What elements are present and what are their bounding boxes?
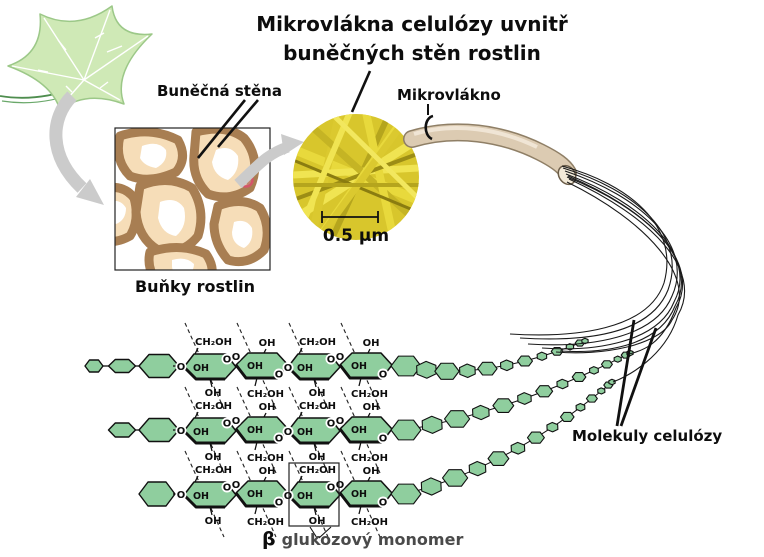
- svg-text:O: O: [327, 419, 336, 430]
- svg-text:O: O: [177, 426, 186, 437]
- svg-text:OH: OH: [309, 388, 326, 399]
- leaf-veins: [11, 9, 149, 107]
- svg-text:O: O: [379, 434, 388, 445]
- svg-text:OH: OH: [247, 425, 263, 436]
- svg-text:CH₂OH: CH₂OH: [299, 337, 336, 348]
- beta-symbol: β: [262, 528, 276, 550]
- svg-text:O: O: [232, 480, 241, 491]
- monomer-pointer: [309, 526, 332, 539]
- svg-text:OH: OH: [247, 361, 263, 372]
- svg-text:OH: OH: [309, 516, 326, 527]
- svg-text:O: O: [327, 355, 336, 366]
- svg-text:CH₂OH: CH₂OH: [351, 453, 388, 464]
- svg-text:CH₂OH: CH₂OH: [351, 517, 388, 528]
- svg-text:OH: OH: [351, 489, 367, 500]
- svg-text:CH₂OH: CH₂OH: [247, 389, 284, 400]
- microfibril-label: Mikrovlákno: [397, 86, 501, 104]
- svg-text:O: O: [336, 480, 345, 491]
- svg-text:O: O: [232, 352, 241, 363]
- svg-text:OH: OH: [351, 425, 367, 436]
- svg-text:OH: OH: [193, 363, 209, 374]
- svg-text:O: O: [223, 355, 232, 366]
- cellulose-molecule-chains: OOHCH₂OHOHOOHOHCH₂OHOOHCH₂OHOHOOHOHCH₂OH…: [84, 322, 634, 538]
- svg-text:OH: OH: [297, 363, 313, 374]
- title-pointer-line: [350, 70, 372, 113]
- svg-text:OH: OH: [363, 338, 380, 349]
- cell-wall-pointer-lines: [196, 99, 259, 159]
- cellulose-threads: [509, 165, 685, 383]
- svg-text:O: O: [177, 490, 186, 501]
- diagram-title: Mikrovlákna celulózy uvnitř buněčných st…: [250, 10, 574, 68]
- svg-text:OH: OH: [259, 402, 276, 413]
- leaf-illustration: [0, 5, 153, 111]
- cell-lumens: [115, 143, 253, 270]
- svg-text:CH₂OH: CH₂OH: [351, 389, 388, 400]
- svg-text:CH₂OH: CH₂OH: [247, 453, 284, 464]
- molecules-pointer-lines: [615, 319, 658, 427]
- svg-text:OH: OH: [259, 338, 276, 349]
- svg-text:O: O: [223, 483, 232, 494]
- svg-text:CH₂OH: CH₂OH: [299, 465, 336, 476]
- svg-text:OH: OH: [351, 361, 367, 372]
- svg-text:O: O: [336, 352, 345, 363]
- plant-cells-label: Buňky rostlin: [134, 277, 256, 296]
- svg-text:O: O: [284, 491, 293, 502]
- svg-text:O: O: [336, 416, 345, 427]
- svg-text:CH₂OH: CH₂OH: [195, 401, 232, 412]
- scale-bar-label: 0.5 μm: [322, 226, 390, 246]
- title-line-2: buněčných stěn rostlin: [283, 41, 541, 65]
- molecule-row: OOHCH₂OHOHOOHOHCH₂OHOOHCH₂OHOHOOHOHCH₂OH…: [84, 322, 589, 410]
- zoom-arrow-leaf-to-cells: [49, 91, 104, 205]
- svg-text:O: O: [379, 498, 388, 509]
- svg-text:O: O: [284, 427, 293, 438]
- svg-text:OH: OH: [297, 491, 313, 502]
- molecule-row: OOHCH₂OHOHOOHOHCH₂OHOOHCH₂OHOHOOHOHCH₂OH…: [138, 378, 616, 538]
- svg-text:O: O: [284, 363, 293, 374]
- svg-text:OH: OH: [363, 402, 380, 413]
- svg-text:OH: OH: [309, 452, 326, 463]
- microfibril-pointer: [424, 104, 434, 141]
- title-line-1: Mikrovlákna celulózy uvnitř: [256, 12, 568, 36]
- svg-text:OH: OH: [205, 516, 222, 527]
- svg-text:CH₂OH: CH₂OH: [247, 517, 284, 528]
- svg-text:O: O: [379, 370, 388, 381]
- svg-text:CH₂OH: CH₂OH: [299, 401, 336, 412]
- svg-text:O: O: [177, 362, 186, 373]
- svg-text:O: O: [275, 498, 284, 509]
- svg-text:O: O: [327, 483, 336, 494]
- glucose-monomer-label: β glukozový monomer: [262, 528, 463, 550]
- svg-text:O: O: [275, 434, 284, 445]
- monomer-text: glukozový monomer: [281, 530, 464, 549]
- svg-text:OH: OH: [193, 427, 209, 438]
- svg-text:OH: OH: [247, 489, 263, 500]
- cellulose-molecules-label: Molekuly celulózy: [572, 427, 723, 445]
- svg-text:O: O: [232, 416, 241, 427]
- molecule-row: OOHCH₂OHOHOOHOHCH₂OHOOHCH₂OHOHOOHOHCH₂OH…: [107, 349, 634, 474]
- svg-text:OH: OH: [363, 466, 380, 477]
- microfibril-tube: [403, 123, 577, 186]
- svg-text:OH: OH: [297, 427, 313, 438]
- micrograph-circle: [293, 114, 419, 240]
- zoom-arrow-cells-to-micrograph: [234, 134, 304, 189]
- cell-wall-label: Buněčná stěna: [157, 82, 282, 100]
- svg-text:O: O: [223, 419, 232, 430]
- svg-text:OH: OH: [205, 388, 222, 399]
- scale-bar: [321, 211, 379, 223]
- svg-text:OH: OH: [259, 466, 276, 477]
- svg-text:CH₂OH: CH₂OH: [195, 465, 232, 476]
- plant-cells-box: [114, 127, 271, 271]
- svg-text:CH₂OH: CH₂OH: [195, 337, 232, 348]
- svg-text:O: O: [275, 370, 284, 381]
- svg-text:OH: OH: [205, 452, 222, 463]
- svg-text:OH: OH: [193, 491, 209, 502]
